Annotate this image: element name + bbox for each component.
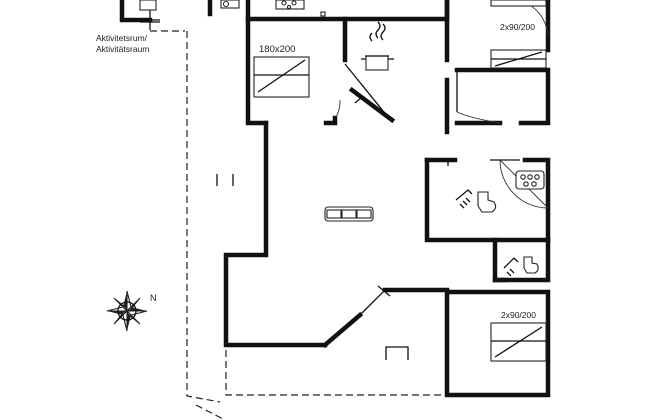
- shower-icon: [455, 189, 473, 209]
- kitchen-counter-top: [245, 0, 450, 22]
- bed-bottom-right-label: 2x90/200: [501, 310, 536, 320]
- cooking-pot-icon: [361, 21, 394, 71]
- room-label-activity-de: Aktivitätsraum: [96, 44, 149, 54]
- room-label-activity: Aktivitetsrum/: [96, 33, 148, 43]
- activity-room: [119, 0, 240, 30]
- bed-bottom-right: 2x90/200: [490, 310, 547, 362]
- interior-walls: [223, 0, 551, 398]
- toilet-icon-2: [523, 256, 539, 274]
- bed-master: 180x200: [253, 44, 310, 98]
- bed-top-right-label: 2x90/200: [500, 22, 535, 32]
- bed-top-right: 2x90/200: [490, 0, 547, 69]
- window-marker-left: [216, 174, 234, 186]
- compass-rose-icon: [106, 290, 148, 332]
- north-label: N: [150, 293, 157, 303]
- whirlpool-icon: [515, 170, 545, 190]
- bed-master-label: 180x200: [259, 44, 295, 55]
- sofa-icon: [324, 206, 374, 222]
- shower-icon-2: [503, 257, 519, 277]
- terrace-outline: [150, 30, 446, 420]
- toilet-icon: [477, 191, 497, 213]
- door-marker-bottom: [385, 346, 409, 360]
